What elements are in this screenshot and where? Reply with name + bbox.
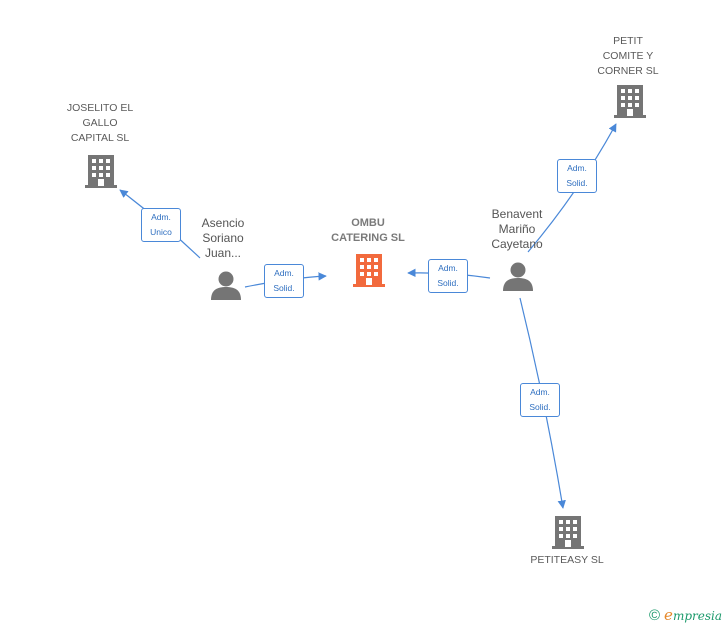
edge-label-adm-solid[interactable]: Adm. Solid. (264, 264, 304, 298)
person-label-asencio[interactable]: Asencio Soriano Juan... (201, 216, 245, 260)
building-icon[interactable] (85, 155, 117, 188)
edges-layer (119, 123, 617, 509)
building-icon[interactable] (353, 254, 385, 287)
edge-label-adm-solid[interactable]: Adm. Solid. (520, 383, 560, 417)
person-icon[interactable] (211, 271, 241, 301)
brand-logo-initial: e (664, 606, 673, 624)
person-icon[interactable] (503, 262, 533, 292)
brand-logo-name: mpresia (672, 609, 722, 623)
copyright-icon: © (648, 607, 661, 624)
building-icon[interactable] (614, 85, 646, 118)
edge-label-adm-solid[interactable]: Adm. Solid. (557, 159, 597, 193)
edge-label-adm-unico[interactable]: Adm. Unico (141, 208, 181, 242)
company-label-ombu[interactable]: OMBU CATERING SL (331, 217, 405, 244)
edge-label-adm-solid[interactable]: Adm. Solid. (428, 259, 468, 293)
footer-brand[interactable]: ©empresia (649, 606, 722, 624)
building-icon[interactable] (552, 516, 584, 549)
company-label-petit[interactable]: PETIT COMITE Y CORNER SL (597, 35, 659, 77)
person-label-benavent[interactable]: Benavent Mariño Cayetano (491, 207, 543, 251)
company-label-joselito[interactable]: JOSELITO EL GALLO CAPITAL SL (66, 102, 134, 144)
company-label-petiteasy[interactable]: PETITEASY SL (530, 554, 604, 566)
